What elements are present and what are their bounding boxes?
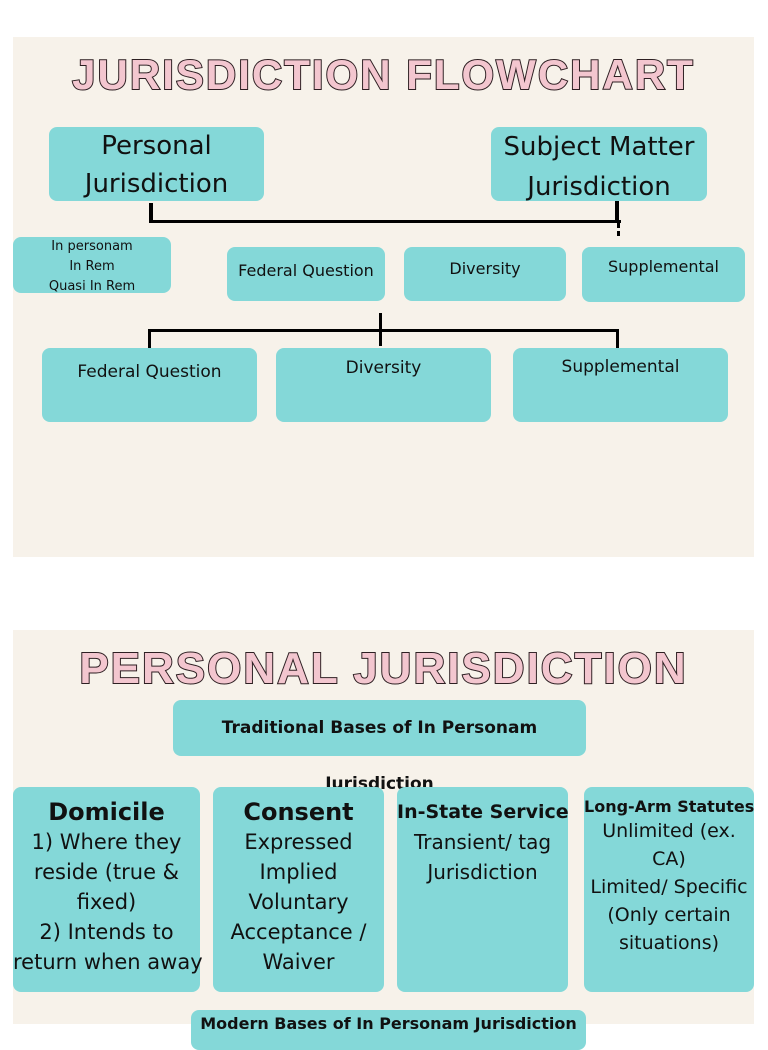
row2-federal-question-box: Federal Question xyxy=(42,348,257,422)
domicile-line: fixed) xyxy=(76,890,137,914)
row1-supplemental-label: Supplemental xyxy=(608,257,719,276)
personal-jurisdiction-panel: PERSONAL JURISDICTION Traditional Bases … xyxy=(13,630,754,1050)
long-arm-box: Long-Arm Statutes Unlimited (ex. CA) Lim… xyxy=(584,787,754,992)
row2-supplemental-label: Supplemental xyxy=(561,357,680,377)
top-branch-line xyxy=(149,220,621,223)
in-state-service-box: In-State Service Transient/ tag Jurisdic… xyxy=(397,787,569,992)
row1-diversity-box: Diversity xyxy=(404,247,566,301)
personal-types-box: In personam In Rem Quasi In Rem xyxy=(13,237,171,294)
in-state-service-line: Transient/ tag xyxy=(413,830,552,854)
row2-supplemental-box: Supplemental xyxy=(513,348,728,422)
modern-bases-header: Modern Bases of In Personam Jurisdiction xyxy=(191,1010,586,1050)
domicile-line: return when away xyxy=(13,950,203,974)
personal-type-item: Quasi In Rem xyxy=(48,279,136,294)
row2-federal-question-label: Federal Question xyxy=(77,362,222,382)
traditional-bases-label: Traditional Bases of In Personam Jurisdi… xyxy=(221,718,538,794)
lower-branch-line xyxy=(148,329,619,332)
subject-connector xyxy=(615,201,619,221)
personal-connector xyxy=(149,203,153,220)
personal-jurisdiction-title: PERSONAL JURISDICTION xyxy=(78,643,688,694)
in-state-service-line: Jurisdiction xyxy=(427,860,538,884)
consent-line: Expressed xyxy=(244,830,353,854)
long-arm-line: Limited/ Specific xyxy=(590,876,748,898)
row1-federal-question-box: Federal Question xyxy=(227,247,385,301)
in-state-service-heading: In-State Service xyxy=(397,801,569,823)
long-arm-line: CA) xyxy=(652,848,686,870)
lower-drop-left xyxy=(148,329,151,348)
consent-line: Implied xyxy=(259,860,338,884)
consent-heading: Consent xyxy=(243,798,354,826)
domicile-line: reside (true & xyxy=(33,860,180,884)
personal-type-item: In Rem xyxy=(69,259,115,274)
personal-type-item: In personam xyxy=(51,239,133,254)
long-arm-line: Unlimited (ex. xyxy=(602,820,736,842)
flowchart-title: JURISDICTION FLOWCHART xyxy=(71,50,695,99)
row1-diversity-label: Diversity xyxy=(449,259,521,278)
personal-jurisdiction-label: Personal Jurisdiction xyxy=(84,131,229,199)
subject-matter-box: Subject Matter Jurisdiction xyxy=(491,127,707,202)
long-arm-line: (Only certain xyxy=(607,904,731,926)
lower-drop-right xyxy=(616,329,619,348)
row2-diversity-label: Diversity xyxy=(345,358,422,378)
domicile-heading: Domicile xyxy=(48,798,165,826)
consent-line: Voluntary xyxy=(248,890,349,914)
subject-matter-label: Subject Matter Jurisdiction xyxy=(503,132,695,202)
consent-line: Waiver xyxy=(262,950,335,974)
domicile-line: 2) Intends to xyxy=(39,920,174,944)
long-arm-heading: Long-Arm Statutes xyxy=(584,797,755,816)
row2-diversity-box: Diversity xyxy=(276,348,491,422)
subject-dash-connector xyxy=(617,223,620,239)
row1-federal-question-label: Federal Question xyxy=(238,261,374,280)
personal-jurisdiction-box: Personal Jurisdiction xyxy=(49,127,264,201)
consent-line: Acceptance / xyxy=(230,920,367,944)
consent-box: Consent Expressed Implied Voluntary Acce… xyxy=(213,787,384,992)
traditional-bases-header: Traditional Bases of In Personam Jurisdi… xyxy=(173,700,586,794)
row1-supplemental-box: Supplemental xyxy=(582,247,745,302)
domicile-box: Domicile 1) Where they reside (true & fi… xyxy=(13,787,203,992)
flowchart-panel: JURISDICTION FLOWCHART Personal Jurisdic… xyxy=(13,37,754,557)
domicile-line: 1) Where they xyxy=(31,830,182,854)
long-arm-line: situations) xyxy=(618,932,720,954)
